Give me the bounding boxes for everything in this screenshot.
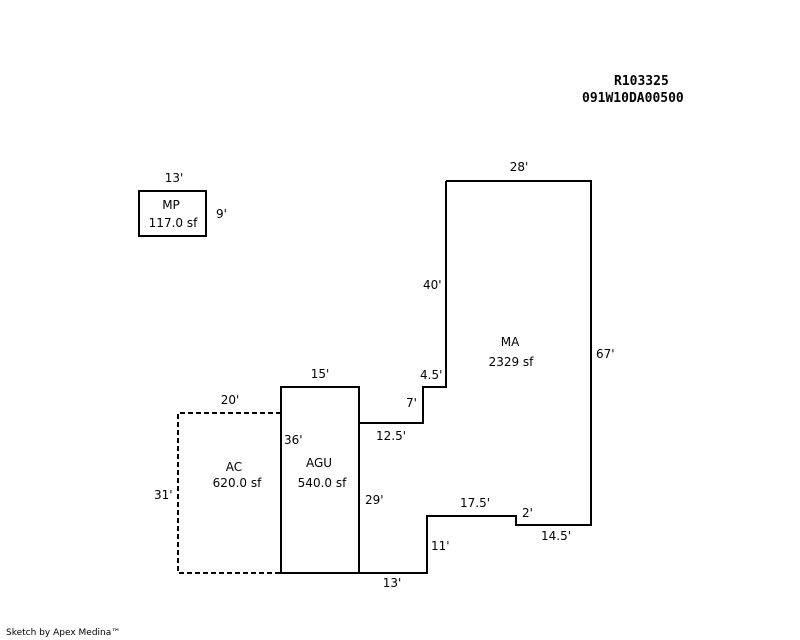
agu-area: 540.0 sf	[297, 476, 347, 490]
mp-outline	[138, 190, 207, 237]
ma-outline	[359, 180, 592, 574]
ma-top-dimension: 28'	[509, 160, 529, 174]
agu-outline	[280, 386, 360, 574]
ma-code: MA	[500, 335, 520, 349]
parcel-number: 091W10DA00500	[582, 91, 684, 106]
lower-step-dimension: 2'	[522, 506, 533, 520]
agu-left-dimension: 36'	[284, 433, 303, 447]
account-number: R103325	[614, 74, 669, 89]
ma-left-outline	[359, 181, 447, 424]
mp-top-dimension: 13'	[164, 171, 184, 185]
agu-code: AGU	[305, 456, 333, 470]
ma-left-dimension: 40'	[423, 278, 442, 292]
lower-right-dimension: 14.5'	[541, 529, 572, 543]
ac-outline	[177, 412, 281, 574]
mp-right-dimension: 9'	[216, 207, 227, 221]
ac-area: 620.0 sf	[212, 476, 262, 490]
mp-code: MP	[162, 198, 180, 212]
ac-code: AC	[225, 460, 243, 474]
ac-left-dimension: 31'	[154, 488, 173, 502]
bottom-dimension: 13'	[382, 576, 402, 590]
ac-top-dimension: 20'	[220, 393, 240, 407]
ma-right-dimension: 67'	[596, 347, 615, 361]
ma-area: 2329 sf	[488, 355, 534, 369]
sketch-credit: Sketch by Apex Medina™	[6, 628, 121, 638]
mp-area: 117.0 sf	[148, 216, 198, 230]
agu-right-dimension: 29'	[365, 493, 384, 507]
lower-run-dimension: 17.5'	[460, 496, 491, 510]
ma-notch-dimension: 7'	[406, 396, 417, 410]
bottom-step-dimension: 11'	[431, 539, 450, 553]
ma-step-dimension: 4.5'	[420, 368, 443, 382]
agu-top-dimension: 15'	[310, 367, 330, 381]
ma-lower-dimension: 12.5'	[376, 429, 407, 443]
